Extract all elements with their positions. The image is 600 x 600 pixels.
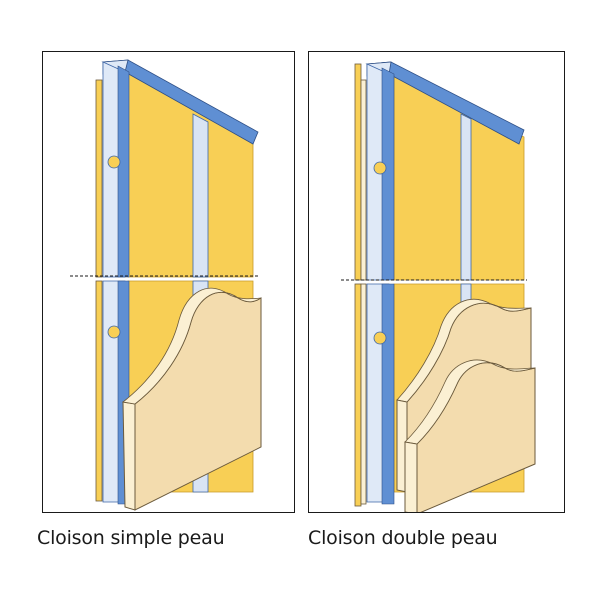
diagram-panel-double-skin bbox=[308, 51, 565, 513]
single-skin-illustration bbox=[70, 59, 262, 511]
main-stud-shadow-lower bbox=[381, 283, 395, 505]
left-board-edge-outer-upper bbox=[354, 63, 362, 281]
left-board-edge-inner-lower bbox=[360, 283, 367, 505]
plasterboard-front-top bbox=[404, 359, 536, 445]
double-skin-illustration bbox=[341, 61, 536, 512]
main-stud-shadow-upper bbox=[381, 67, 395, 281]
plasterboard-front-edge bbox=[404, 441, 418, 512]
plasterboard-back-top bbox=[396, 299, 532, 403]
plasterboard-top-edge bbox=[122, 287, 262, 405]
intermediate-stud-upper bbox=[192, 113, 209, 278]
left-board-edge-outer-lower bbox=[354, 283, 362, 507]
circle-hole-icon bbox=[107, 325, 121, 339]
left-board-edge-lower bbox=[95, 280, 103, 502]
caption-single-skin: Cloison simple peau bbox=[37, 527, 225, 549]
left-board-edge-inner-upper bbox=[360, 79, 367, 281]
circle-hole-icon bbox=[107, 155, 121, 169]
caption-double-skin: Cloison double peau bbox=[308, 527, 498, 549]
diagram-panel-single-skin bbox=[42, 51, 295, 513]
intermediate-stud-upper bbox=[460, 113, 472, 281]
circle-hole-icon bbox=[373, 331, 387, 345]
plasterboard-edge bbox=[122, 401, 136, 511]
circle-hole-icon bbox=[373, 161, 387, 175]
left-board-edge-upper bbox=[95, 79, 103, 278]
main-stud-shadow-upper bbox=[117, 65, 130, 278]
